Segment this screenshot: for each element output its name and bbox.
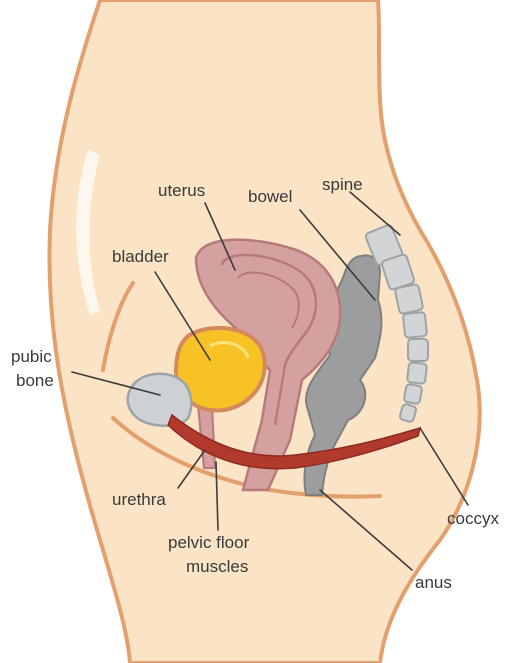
coccyx-label: coccyx [447,509,499,528]
pelvic-floor-label-line2: muscles [186,557,248,576]
spine-label: spine [322,175,363,194]
pubic-label-line1: pubic [11,347,52,366]
bowel-label: bowel [248,187,292,206]
pelvic-floor-label-line1: pelvic floor [168,533,250,552]
pubic-label-line2: bone [16,371,54,390]
urethra-label: urethra [112,490,166,509]
pubic-bone-shape [128,374,192,426]
anus-label: anus [415,573,452,592]
uterus-label: uterus [158,181,205,200]
bladder-label: bladder [112,247,169,266]
